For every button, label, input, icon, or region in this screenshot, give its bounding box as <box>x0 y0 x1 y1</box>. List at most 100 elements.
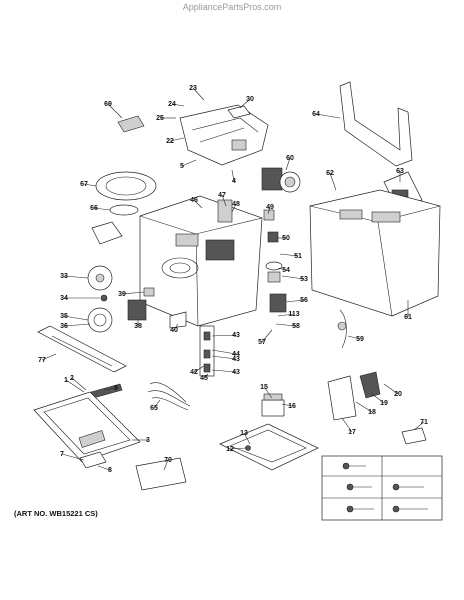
leader-line <box>355 401 373 413</box>
leader-line <box>97 465 111 471</box>
callout-label-54: 54 <box>282 267 290 274</box>
callout-label-40: 40 <box>170 327 178 334</box>
wire-harness-part <box>147 382 191 411</box>
fan-motor-part <box>261 167 283 191</box>
leader-line <box>153 399 161 409</box>
callout-label-50: 50 <box>282 235 290 242</box>
leader-line <box>221 194 227 207</box>
callout-label-59: 59 <box>356 336 364 343</box>
leader-line <box>63 315 89 321</box>
leader-line <box>285 299 305 303</box>
leader-line <box>211 369 237 373</box>
callout-label-67: 67 <box>80 181 88 188</box>
callout-label-51: 51 <box>294 253 302 260</box>
callout-label-71: 71 <box>420 419 428 426</box>
callout-label-17: 17 <box>348 429 356 436</box>
leader-line <box>347 335 361 340</box>
leader-line <box>329 172 337 191</box>
callout-label-63: 63 <box>396 168 404 175</box>
art-number: (ART NO. WB15221 CS) <box>14 509 98 518</box>
leader-line <box>275 323 297 327</box>
callout-label-22: 22 <box>166 138 174 145</box>
leader-line <box>103 387 117 391</box>
callout-label-62: 62 <box>326 170 334 177</box>
thermal-wire-part <box>339 309 347 349</box>
vent-frame-part <box>339 81 413 167</box>
leader-line <box>261 329 273 343</box>
callout-label-42: 42 <box>190 369 198 376</box>
control-board-part <box>127 299 147 321</box>
leader-line <box>413 421 425 431</box>
callout-label-49: 49 <box>266 204 274 211</box>
callout-label-43: 43 <box>232 356 240 363</box>
transformer-part <box>261 399 285 417</box>
leader-line <box>383 383 399 395</box>
leader-line <box>285 157 291 171</box>
leader-line <box>341 417 353 433</box>
door-part <box>33 391 141 463</box>
callout-label-1: 1 <box>64 377 68 384</box>
callout-label-7: 7 <box>60 451 64 458</box>
leader-line <box>277 313 295 317</box>
callout-label-30: 30 <box>246 96 254 103</box>
vent-grille-part <box>217 199 233 223</box>
turntable-part <box>95 171 157 201</box>
leader-line <box>93 207 111 211</box>
leader-line <box>211 355 237 360</box>
callout-leader-lines <box>41 87 425 471</box>
leader-line <box>61 453 85 461</box>
callout-label-45: 45 <box>200 375 208 382</box>
top-bracket-part <box>179 104 269 166</box>
leader-line <box>229 447 247 450</box>
callout-label-5: 5 <box>180 163 184 170</box>
callout-label-64: 64 <box>312 111 320 118</box>
leader-line <box>71 377 87 391</box>
leader-line <box>121 291 145 295</box>
connector-part <box>231 139 247 151</box>
oven-cavity-part <box>139 195 263 327</box>
leader-line <box>192 87 205 101</box>
leader-line <box>107 103 123 119</box>
leader-line <box>281 403 293 407</box>
leader-line <box>263 386 273 399</box>
leader-line <box>211 349 237 355</box>
leader-line <box>65 379 85 393</box>
leader-line <box>239 98 251 109</box>
callout-label-3: 3 <box>146 437 150 444</box>
callout-label-39: 39 <box>118 291 126 298</box>
callout-label-13: 13 <box>240 430 248 437</box>
leader-line <box>83 183 97 187</box>
door-panel-part <box>37 325 127 373</box>
capacitor-part <box>269 293 287 313</box>
leader-line <box>193 199 203 209</box>
callout-label-20: 20 <box>394 391 402 398</box>
leader-line <box>63 275 89 279</box>
callout-label-19: 19 <box>380 400 388 407</box>
callout-label-77: 77 <box>38 357 46 364</box>
callout-label-38: 38 <box>134 323 142 330</box>
callout-label-15: 15 <box>260 384 268 391</box>
base-plate-part <box>219 423 319 471</box>
leader-line <box>277 267 287 271</box>
callout-label-18: 18 <box>368 409 376 416</box>
callout-label-24: 24 <box>168 101 176 108</box>
callout-label-65: 65 <box>150 405 158 412</box>
callout-label-16: 16 <box>288 403 296 410</box>
callout-label-44: 44 <box>232 351 240 358</box>
callout-label-61: 61 <box>404 314 412 321</box>
callout-label-43: 43 <box>232 332 240 339</box>
callout-label-57: 57 <box>258 339 266 346</box>
leader-line <box>163 459 169 471</box>
leader-line <box>231 169 235 182</box>
leader-line <box>193 365 205 373</box>
callout-label-12: 12 <box>226 446 234 453</box>
callout-label-9: 9 <box>114 385 118 392</box>
callout-label-48: 48 <box>232 201 240 208</box>
leader-line <box>63 323 91 327</box>
callout-label-56: 56 <box>300 297 308 304</box>
leader-line <box>281 275 305 280</box>
leader-line <box>371 393 385 404</box>
plate-part <box>227 105 251 119</box>
callout-label-8: 8 <box>108 467 112 474</box>
callout-label-113: 113 <box>288 311 299 318</box>
